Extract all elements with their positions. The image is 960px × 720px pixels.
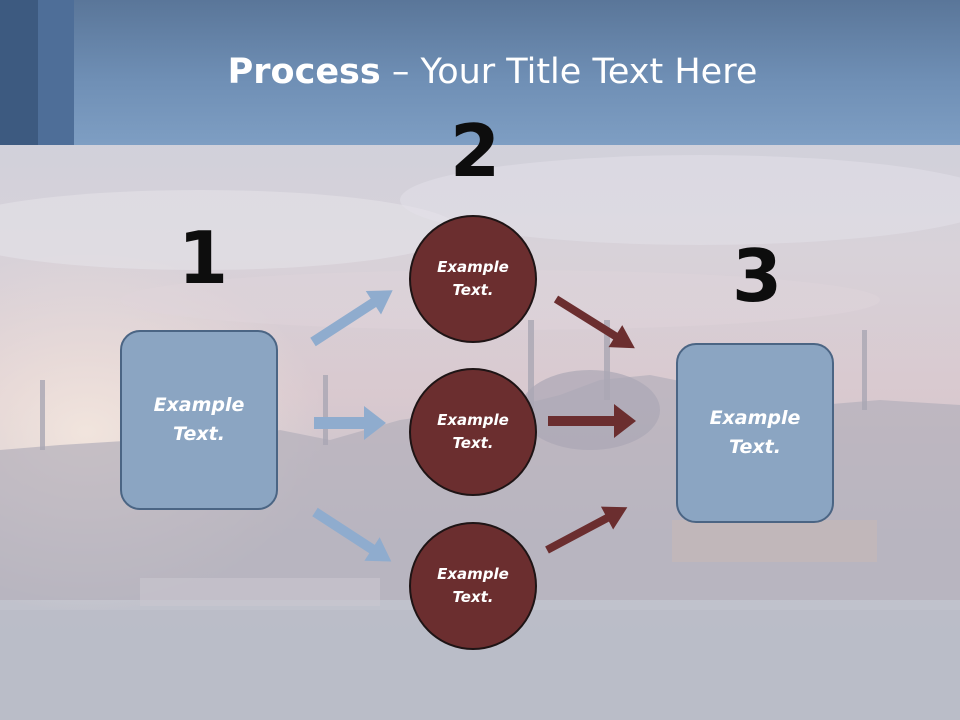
title-bar-accent	[38, 0, 74, 145]
arrow-blue-right	[314, 406, 386, 440]
title-bar-accent-dark	[0, 0, 38, 145]
step-number-1: 1	[178, 216, 229, 300]
title-bar	[0, 0, 960, 145]
process-circle-bottom: Example Text.	[409, 522, 537, 650]
input-box-label: Example Text.	[153, 394, 245, 445]
output-box: Example Text.	[676, 343, 834, 523]
output-box-label: Example Text.	[709, 407, 801, 458]
step-number-3: 3	[732, 234, 783, 318]
arrow-red-up	[545, 506, 628, 554]
slide-title-rest: – Your Title Text Here	[380, 52, 758, 92]
input-box: Example Text.	[120, 330, 278, 510]
process-circle-middle: Example Text.	[409, 368, 537, 496]
arrow-blue-up	[310, 290, 393, 347]
process-circle-middle-label: Example Text.	[437, 411, 509, 452]
process-circle-top-label: Example Text.	[437, 258, 509, 299]
process-circle-top: Example Text.	[409, 215, 537, 343]
arrow-red-down	[553, 295, 635, 349]
step-number-2: 2	[450, 109, 501, 193]
arrow-blue-down	[312, 507, 392, 562]
arrow-red-right	[548, 404, 636, 438]
process-circle-bottom-label: Example Text.	[437, 565, 509, 606]
slide-title-bold: Process	[227, 52, 381, 92]
slide-title: Process – Your Title Text Here	[0, 52, 960, 92]
